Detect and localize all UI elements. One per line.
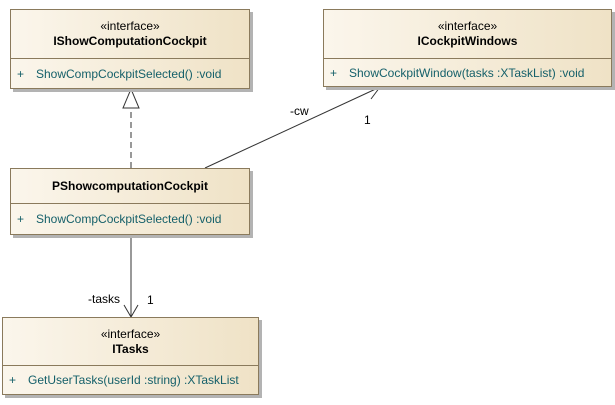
class-header: «interface» IShowComputationCockpit	[11, 10, 249, 59]
stereotype-label: «interface»	[100, 326, 161, 341]
class-name: PShowcomputationCockpit	[52, 178, 208, 193]
stereotype-label: «interface»	[437, 19, 498, 33]
association-multiplicity-tasks: 1	[147, 293, 154, 307]
association-arrowhead-cw	[364, 86, 382, 100]
interface-itasks[interactable]: «interface» ITasks + GetUserTasks(userId…	[2, 317, 259, 395]
operation-signature: GetUserTasks(userId :string) :XTaskList	[28, 373, 239, 387]
visibility-marker: +	[9, 373, 17, 387]
visibility-marker: +	[17, 212, 25, 226]
operation-row: + ShowCompCockpitSelected() :void	[11, 204, 249, 234]
class-header: «interface» ITasks	[3, 318, 258, 366]
interface-icockpitwindows[interactable]: «interface» ICockpitWindows + ShowCockpi…	[323, 9, 612, 87]
operation-row: + GetUserTasks(userId :string) :XTaskLis…	[3, 366, 258, 394]
operation-signature: ShowCompCockpitSelected() :void	[36, 212, 222, 226]
visibility-marker: +	[330, 65, 338, 80]
class-header: PShowcomputationCockpit	[11, 169, 249, 204]
association-role-cw: -cw	[290, 104, 309, 118]
operation-signature: ShowCompCockpitSelected() :void	[36, 66, 222, 81]
association-line-cw	[204, 86, 381, 169]
class-name: IShowComputationCockpit	[53, 34, 207, 48]
stereotype-label: «interface»	[100, 19, 160, 33]
interface-ishowcomputationcockpit[interactable]: «interface» IShowComputationCockpit + Sh…	[10, 9, 250, 89]
class-name: ITasks	[112, 341, 149, 356]
association-multiplicity-cw: 1	[364, 113, 371, 127]
realization-arrowhead	[122, 87, 140, 109]
association-role-tasks: -tasks	[88, 292, 121, 306]
class-header: «interface» ICockpitWindows	[324, 10, 611, 59]
operation-row: + ShowCockpitWindow(tasks :XTaskList) :v…	[324, 59, 611, 86]
class-pshowcomputationcockpit[interactable]: PShowcomputationCockpit + ShowCompCockpi…	[10, 168, 250, 235]
class-name: ICockpitWindows	[417, 34, 518, 48]
operation-signature: ShowCockpitWindow(tasks :XTaskList) :voi…	[349, 65, 585, 80]
visibility-marker: +	[17, 66, 25, 81]
operation-row: + ShowCompCockpitSelected() :void	[11, 59, 249, 88]
